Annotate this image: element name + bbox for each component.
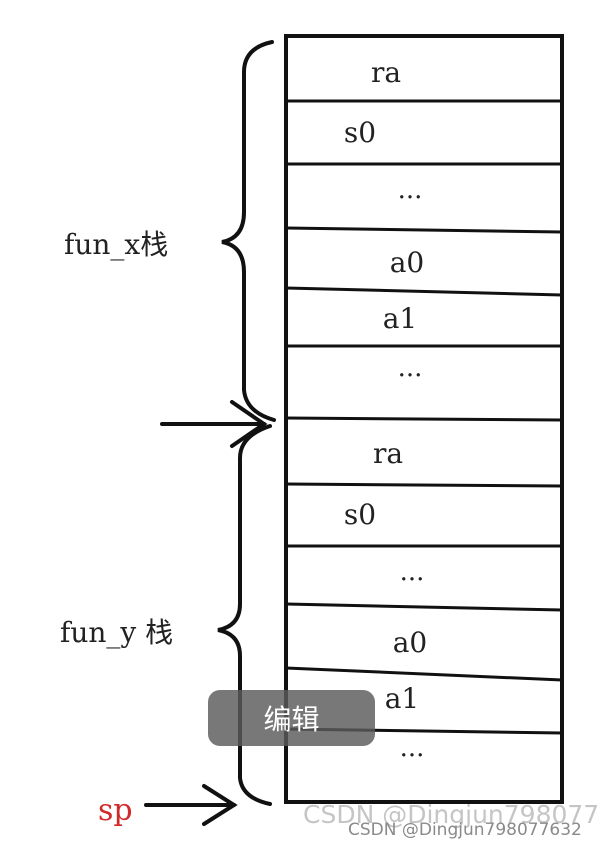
cell-a0-bottom: a0 [393,626,428,659]
row-separators [285,99,563,735]
fun-x-stack-label: fun_x栈 [64,228,168,261]
fun-y-stack-label: fun_y 栈 [60,616,173,649]
fun-x-brace [221,40,276,422]
cell-ellipsis-1: ... [398,175,423,205]
cell-s0-top: s0 [344,116,376,149]
cell-ellipsis-4: ... [400,733,425,763]
cell-ellipsis-2: ... [398,353,423,383]
watermark-main: CSDN @Dingjun798077 [303,800,600,829]
cell-ra-top: ra [371,56,401,89]
fun-y-brace [217,424,272,806]
sp-label: sp [98,793,133,828]
cell-ra-bottom: ra [373,437,403,470]
cell-a1-bottom: a1 [385,682,420,715]
cell-a0-top: a0 [390,246,425,279]
sp-arrow [144,784,238,826]
cell-ellipsis-3: ... [400,557,425,587]
frame-boundary-arrow [160,400,268,448]
cell-a1-top: a1 [383,302,418,335]
cell-s0-bottom: s0 [344,498,376,531]
watermark-small: CSDN @Dingjun798077632 [348,820,582,840]
edit-button[interactable]: 编辑 [208,690,375,746]
